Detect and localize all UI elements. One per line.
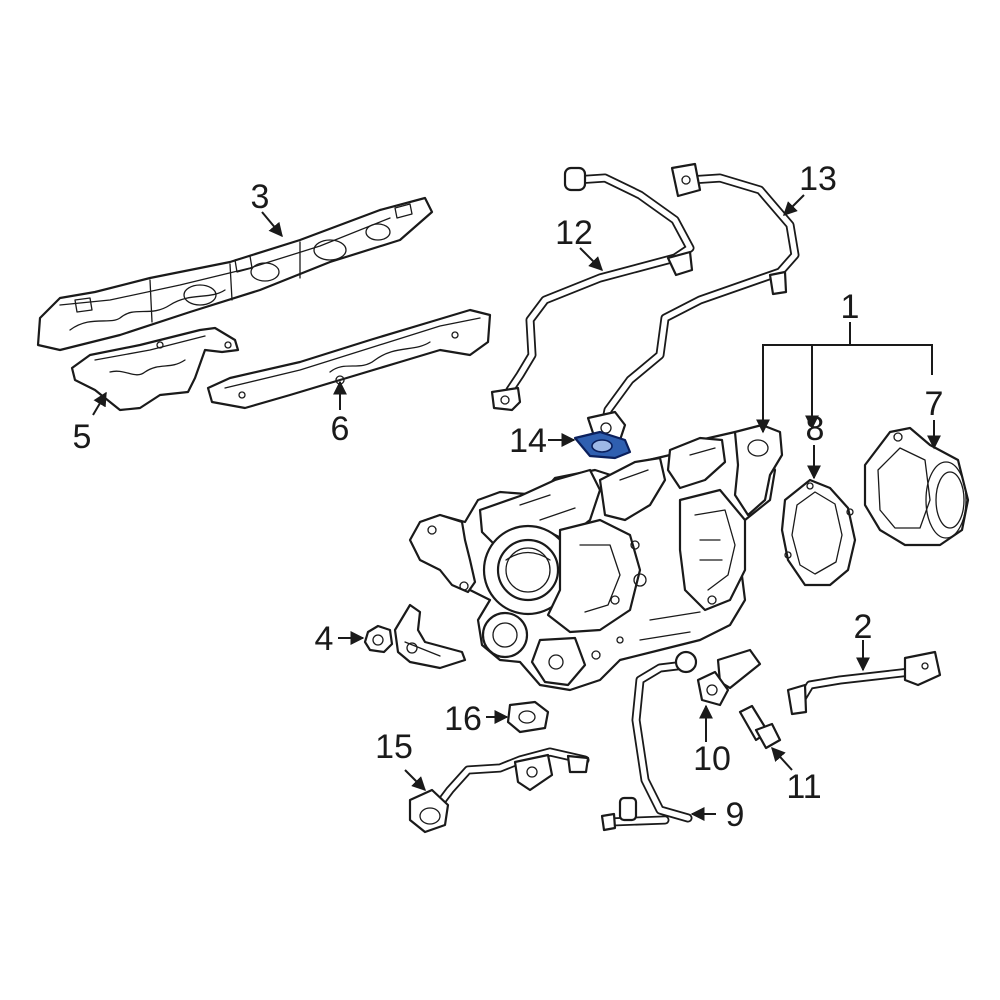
callout-5: 5 — [73, 418, 92, 456]
oil-return-pipe[interactable] — [586, 162, 800, 444]
callout-labels: 1 2 3 4 5 6 7 8 9 10 11 12 13 14 15 16 — [73, 160, 944, 834]
callout-12: 12 — [555, 214, 593, 252]
hollow-bolt[interactable] — [738, 704, 782, 750]
callout-8: 8 — [806, 410, 825, 448]
exhaust-flange[interactable] — [733, 423, 784, 517]
banjo-fitting[interactable] — [696, 648, 762, 707]
support-rod[interactable] — [786, 650, 942, 716]
heat-shield-upper[interactable] — [36, 196, 434, 352]
callout-13: 13 — [799, 160, 837, 198]
callout-4: 4 — [315, 620, 334, 658]
callout-1: 1 — [841, 288, 860, 326]
turbine-outlet-elbow[interactable] — [863, 426, 970, 547]
callout-7: 7 — [925, 385, 944, 423]
turbo-outlet-gasket[interactable] — [780, 478, 857, 587]
callout-11: 11 — [786, 768, 821, 806]
callout-2: 2 — [854, 608, 873, 646]
heat-shield-small[interactable] — [70, 326, 240, 412]
small-gasket[interactable] — [506, 700, 550, 734]
mounting-bracket[interactable] — [363, 603, 467, 670]
callout-15: 15 — [375, 728, 413, 766]
oil-feed-pipe[interactable] — [490, 166, 695, 412]
callout-3: 3 — [251, 178, 270, 216]
callout-6: 6 — [331, 410, 350, 448]
oil-line-gasket-highlighted[interactable] — [573, 430, 632, 460]
heat-shield-lower[interactable] — [206, 308, 492, 410]
callout-14: 14 — [509, 422, 547, 460]
coolant-line[interactable] — [408, 747, 590, 834]
coolant-pipe[interactable] — [600, 650, 698, 832]
leader-lines — [92, 194, 941, 821]
turbocharger-assembly[interactable] — [408, 430, 777, 692]
callout-9: 9 — [726, 796, 745, 834]
callout-10: 10 — [693, 740, 731, 778]
callout-16: 16 — [444, 700, 482, 738]
